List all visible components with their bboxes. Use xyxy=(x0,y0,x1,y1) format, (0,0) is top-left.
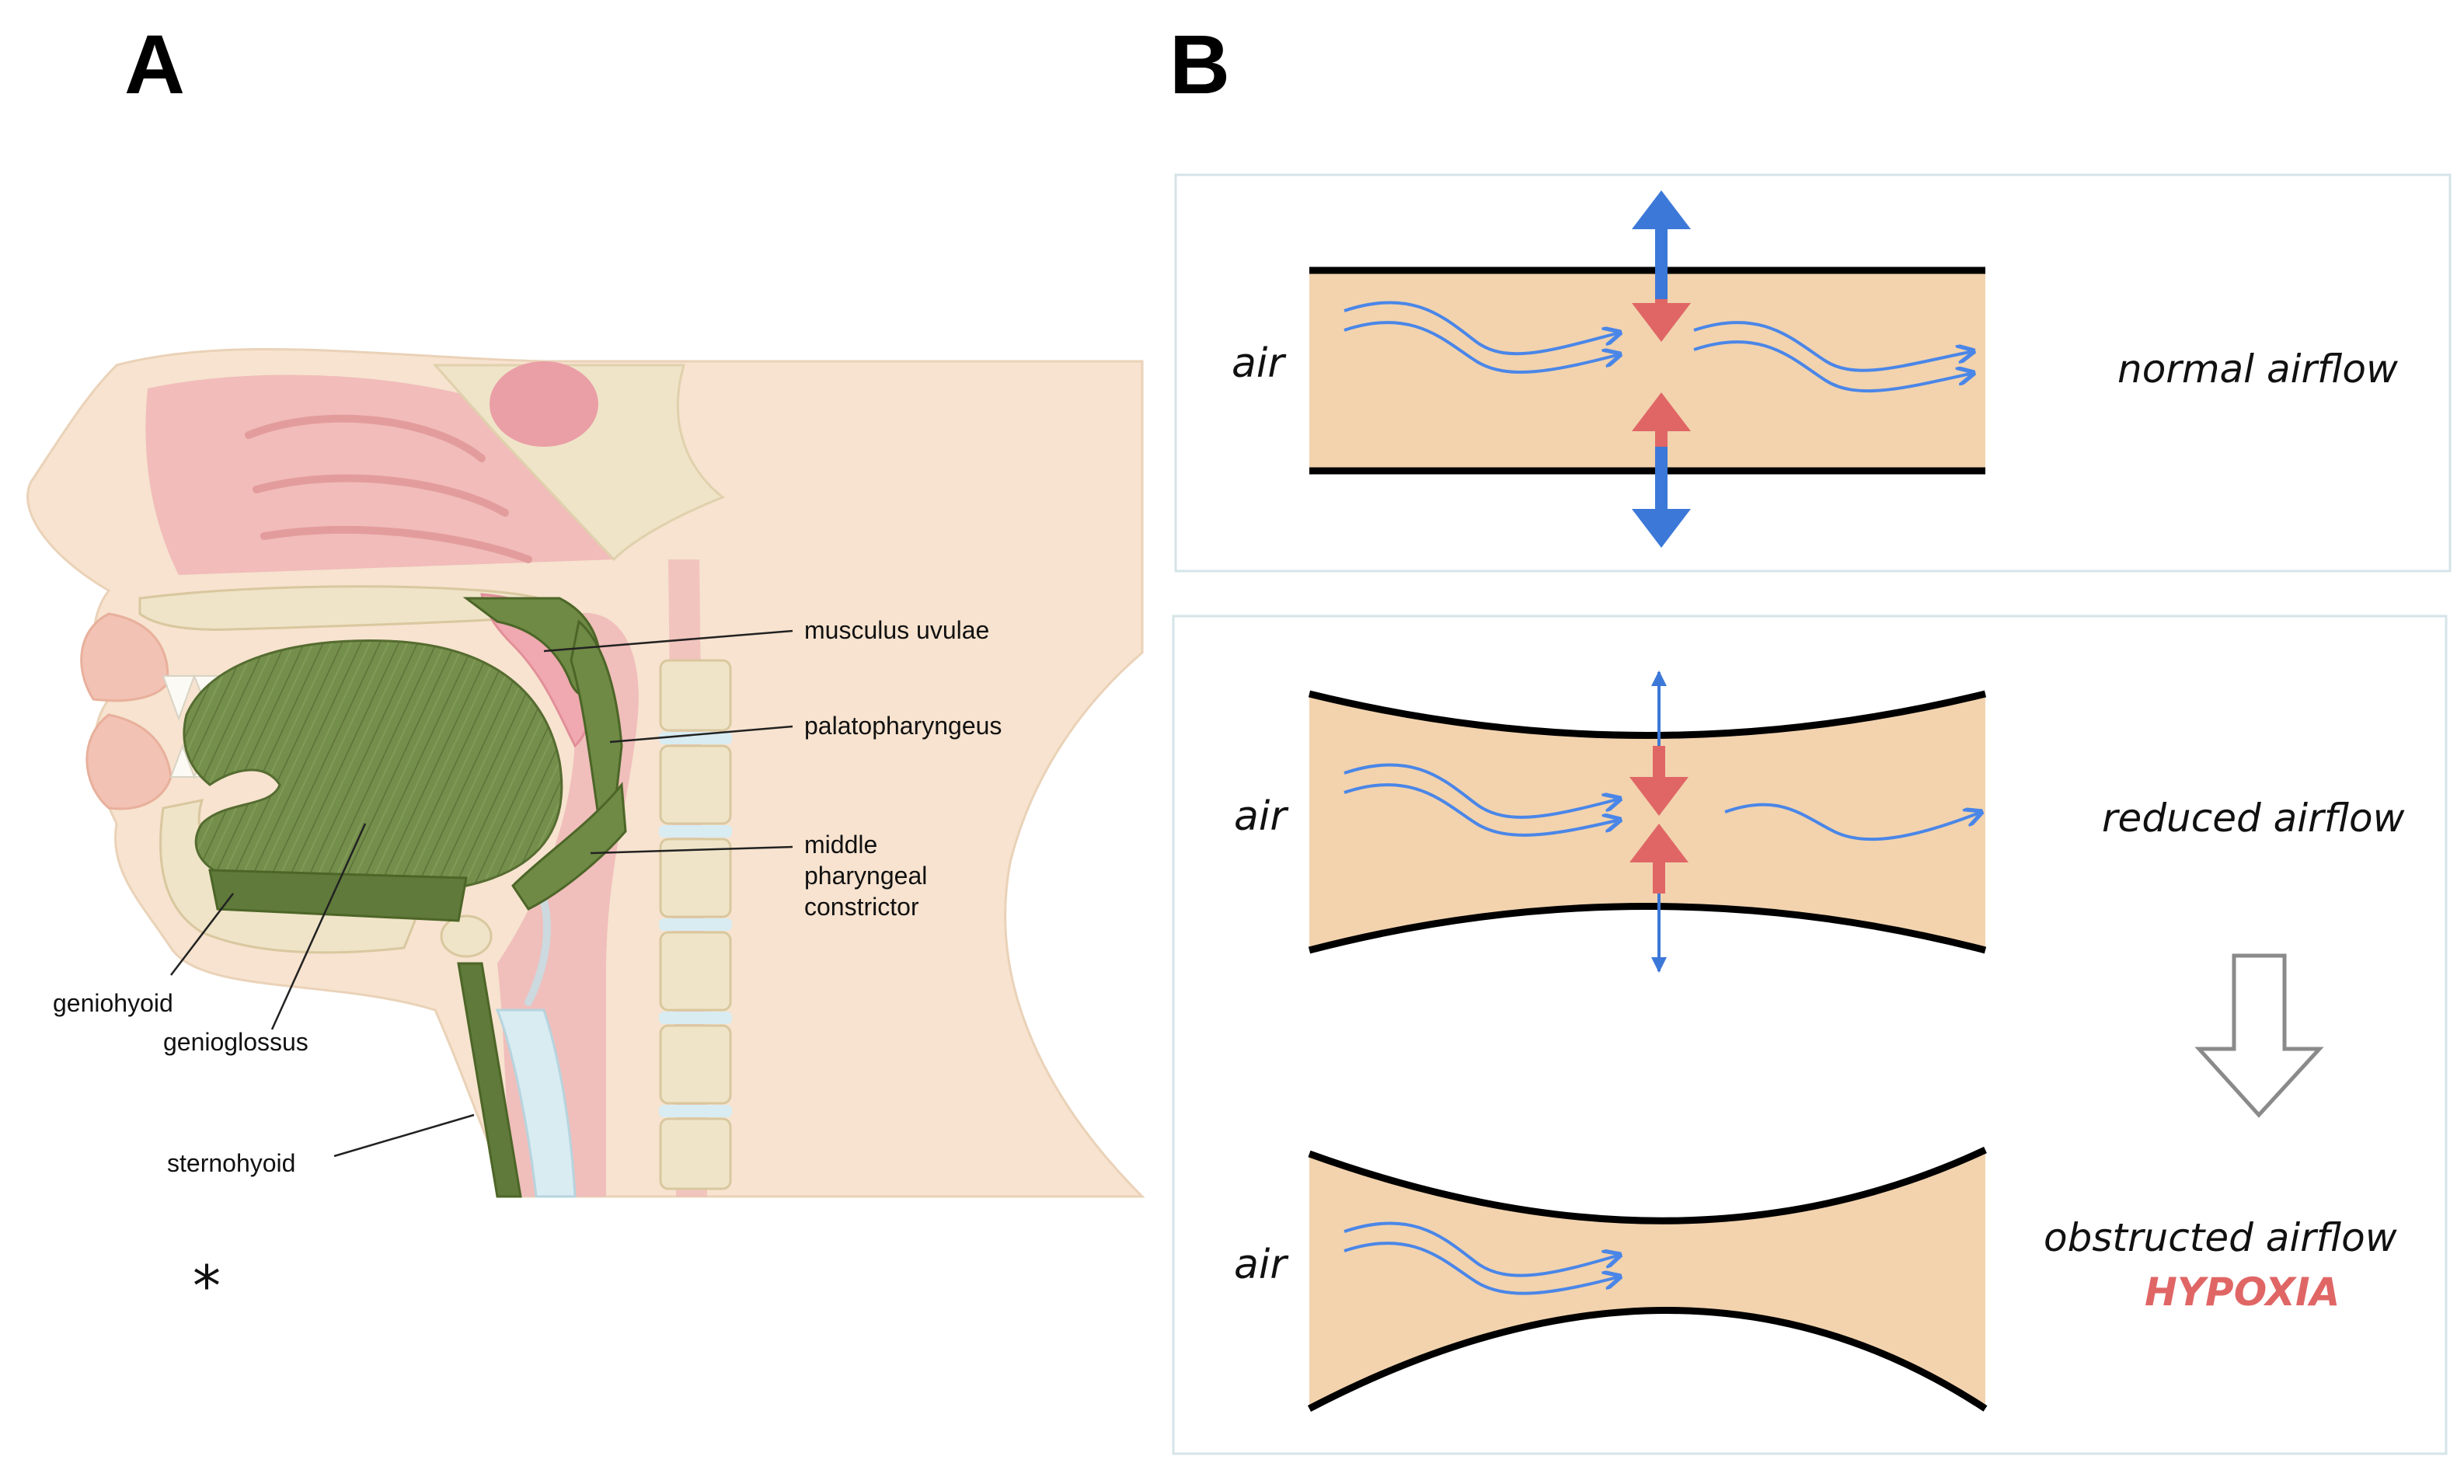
normal-airway xyxy=(1309,190,1985,548)
normal-air-label: air xyxy=(1232,340,1287,387)
label-sternohyoid: sternohyoid xyxy=(167,1149,295,1177)
panel-a-letter: A xyxy=(124,17,185,111)
head-sagittal-illustration xyxy=(26,348,1145,1198)
obstructed-airflow-label: obstructed airflow xyxy=(2044,1215,2397,1260)
obstructed-air-label: air xyxy=(1234,1242,1289,1288)
hyoid-bone xyxy=(440,914,493,958)
trachea xyxy=(495,1008,577,1198)
lower-lip xyxy=(85,713,173,810)
label-genioglossus: genioglossus xyxy=(163,1028,308,1056)
upper-lip xyxy=(80,612,169,702)
middle-pharyngeal-constrictor-muscle xyxy=(511,782,627,911)
hypoxia-label: HYPOXIA xyxy=(2145,1270,2340,1315)
geniohyoid-muscle xyxy=(208,869,468,922)
asterisk: * xyxy=(193,1253,221,1319)
pituitary-region xyxy=(490,361,598,447)
reduced-airflow-label: reduced airflow xyxy=(2102,796,2405,841)
label-musculus-uvulae: musculus uvulae xyxy=(804,616,989,644)
reduced-airway xyxy=(1308,671,1985,973)
sternohyoid-muscle xyxy=(457,962,522,1198)
label-geniohyoid: geniohyoid xyxy=(53,989,173,1017)
nasal-conchae xyxy=(245,414,532,563)
label-palatopharyngeus: palatopharyngeus xyxy=(804,712,1002,740)
label-middle-pharyngeal-constrictor-line1: middle xyxy=(804,831,877,859)
genioglossus-tongue-muscle xyxy=(183,639,563,887)
normal-airflow-label: normal airflow xyxy=(2117,347,2398,392)
label-middle-pharyngeal-constrictor-line3: constrictor xyxy=(804,893,919,921)
obstructed-airway xyxy=(1307,1146,1988,1412)
progression-down-arrow xyxy=(2194,953,2324,1118)
panel-b-letter: B xyxy=(1169,17,1230,111)
reduced-air-label: air xyxy=(1234,793,1289,840)
cervical-spine xyxy=(659,559,732,1197)
label-middle-pharyngeal-constrictor-line2: pharyngeal xyxy=(804,862,927,890)
leader-lines xyxy=(170,629,793,1158)
epiglottis xyxy=(525,897,551,1006)
